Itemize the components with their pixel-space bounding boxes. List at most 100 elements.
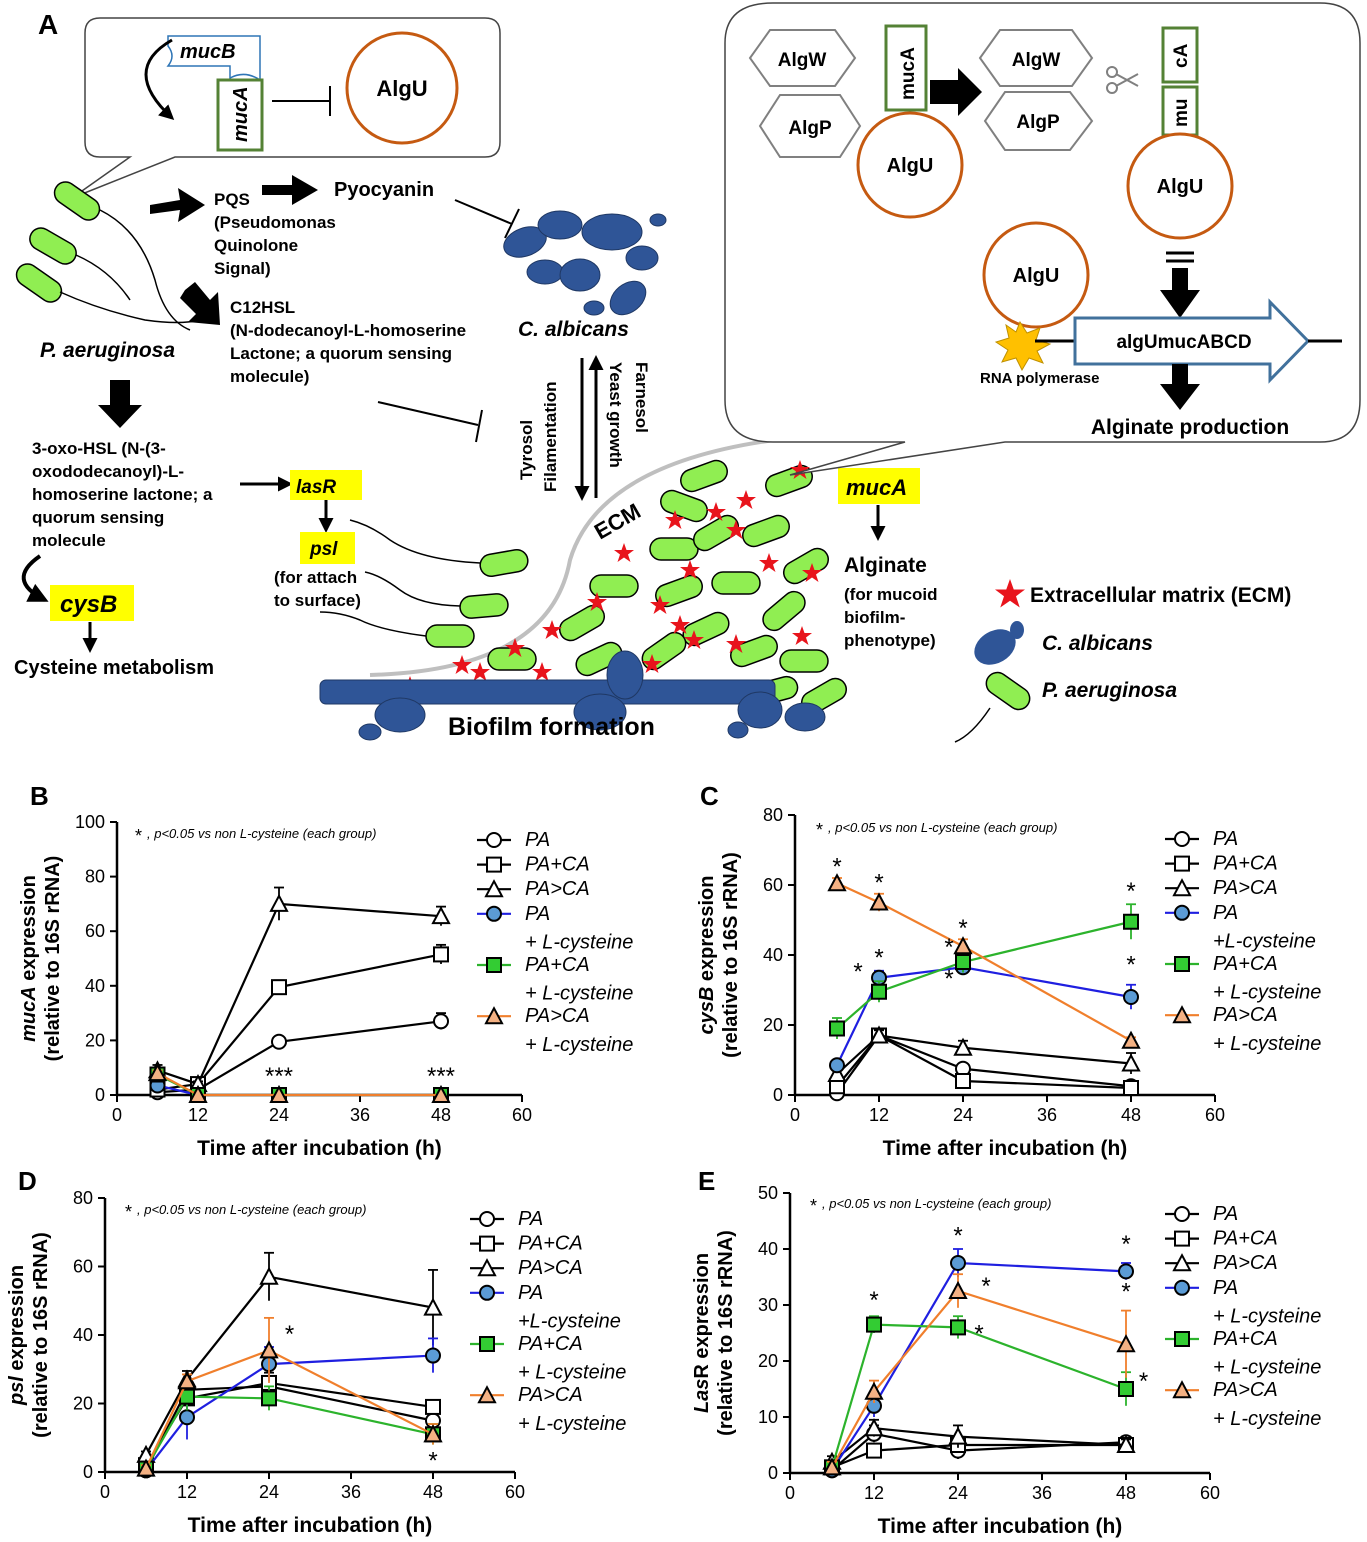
legend-label-2: + L-cysteine [1213, 1305, 1321, 1327]
ca-cell [727, 721, 749, 739]
data-point [1123, 989, 1139, 1005]
x-tick-label: 60 [505, 1482, 525, 1502]
legend-pa-label: P. aeruginosa [1042, 679, 1177, 702]
pa-cell [479, 548, 529, 578]
ca-cell [737, 691, 783, 729]
data-point [269, 893, 289, 912]
panel-letter-a: A [38, 9, 58, 40]
legend-label-2: + L-cysteine [1213, 1357, 1321, 1379]
psl-note-1: (for attach [274, 568, 357, 587]
series-line [836, 1034, 1132, 1094]
pa-cell [742, 514, 790, 548]
legend-entry: PA+CA [1165, 853, 1278, 875]
x-tick-label: 48 [423, 1482, 443, 1502]
pa-cell [660, 489, 708, 523]
significance-mark: * [1126, 952, 1135, 979]
algu-label: AlgU [376, 76, 427, 101]
c12-text-2: (N-dodecanoyl-L-homoserine [230, 321, 466, 340]
alginate-note-3: phenotype) [844, 631, 936, 650]
ecm-star [614, 543, 634, 562]
legend-entry: PA>CA+ L-cysteine [477, 1005, 633, 1056]
y-tick-label: 20 [763, 1015, 783, 1035]
psl-label: psl [309, 539, 338, 560]
ca-cell [526, 259, 564, 285]
data-point [864, 1418, 884, 1437]
y-tick-label: 0 [83, 1462, 93, 1482]
ecm-star [726, 634, 746, 653]
legend-label: PA [1213, 828, 1238, 850]
legend-label-2: +L-cysteine [518, 1310, 621, 1332]
biofilm-cells [425, 459, 848, 715]
ca-cell [559, 258, 601, 292]
pa-cell [711, 571, 761, 595]
p-aeruginosa-label: P. aeruginosa [40, 339, 175, 362]
series-line [145, 1354, 434, 1471]
algu-circle [345, 31, 459, 145]
hypha [319, 679, 776, 705]
legend-label-2: +L-cysteine [1213, 930, 1316, 952]
series-5 [822, 1273, 1136, 1476]
data-point [179, 1409, 195, 1426]
ca-cell [537, 210, 583, 240]
legend-marker [479, 1211, 495, 1227]
panel-a-legend: Extracellular matrix (ECM) C. albicans P… [954, 579, 1291, 743]
series-line [836, 882, 1132, 1042]
data-point [431, 1084, 451, 1103]
y-axis-label-rest: expression [18, 875, 40, 986]
significance-mark: * [874, 869, 883, 896]
legend-label: PA [518, 1208, 543, 1230]
algu-callout: AlgW AlgP mucA AlgU AlgW AlgP cA mu AlgU [724, 2, 1361, 476]
y-tick-label: 0 [95, 1085, 105, 1105]
ecm-star [792, 626, 812, 645]
y-axis-label-gene: mucA [18, 986, 40, 1042]
data-point [271, 1033, 287, 1050]
oxo-text-1: 3-oxo-HSL (N-(3- [32, 439, 166, 458]
series-line [145, 1275, 434, 1456]
x-tick-label: 24 [953, 1105, 973, 1125]
ca-cell [625, 245, 659, 271]
ecm-star [684, 630, 704, 649]
legend-marker [1172, 1380, 1192, 1399]
y-tick-label: 40 [85, 976, 105, 996]
y-axis-label: LasR expression [691, 1253, 713, 1413]
series-5 [136, 1316, 443, 1477]
x-tick-label: 0 [790, 1105, 800, 1125]
algu-circle-2 [856, 111, 964, 219]
legend-entry: PA+CA+ L-cysteine [1165, 1328, 1321, 1379]
ca-cell [581, 213, 643, 251]
significance-mark: * [953, 1222, 962, 1249]
lasr-label: lasR [296, 477, 336, 498]
y-tick-label: 40 [763, 945, 783, 965]
pyocyanin-inhibit-line [454, 199, 513, 225]
pa-cell [459, 593, 509, 619]
cysb-loop-arrow [21, 554, 49, 602]
legend-label: PA+CA [1213, 853, 1278, 875]
data-point [1123, 1080, 1139, 1096]
y-tick-label: 0 [773, 1085, 783, 1105]
legend-label-2: + L-cysteine [525, 983, 633, 1005]
x-tick-label: 48 [431, 1105, 451, 1125]
significance-mark: * [958, 915, 967, 942]
data-point [177, 1371, 197, 1390]
legend-marker [1174, 904, 1190, 921]
legend-entry: PA>CA [1165, 1252, 1278, 1274]
yeast-text: Yeast growth [606, 362, 625, 468]
significance-mark: * [428, 1448, 437, 1475]
data-point [259, 1340, 279, 1359]
data-point [1118, 1381, 1134, 1397]
legend-entry: PA>CA+ L-cysteine [470, 1384, 626, 1435]
ecm-boundary [369, 436, 791, 677]
series-line [836, 1034, 1132, 1075]
ecm-star [790, 460, 810, 479]
alginate-text: Alginate [844, 554, 927, 577]
x-tick-label: 60 [512, 1105, 532, 1125]
pa-cell [730, 634, 778, 668]
series-line [831, 1289, 1127, 1468]
ecm-star [587, 592, 607, 611]
pa-cell [762, 590, 806, 632]
y-tick-label: 80 [73, 1188, 93, 1208]
series-2 [822, 1418, 1136, 1470]
data-point [433, 946, 449, 963]
panel-a: A mucB mucA AlgU PQS (Pseudomonas Qu [14, 2, 1361, 743]
